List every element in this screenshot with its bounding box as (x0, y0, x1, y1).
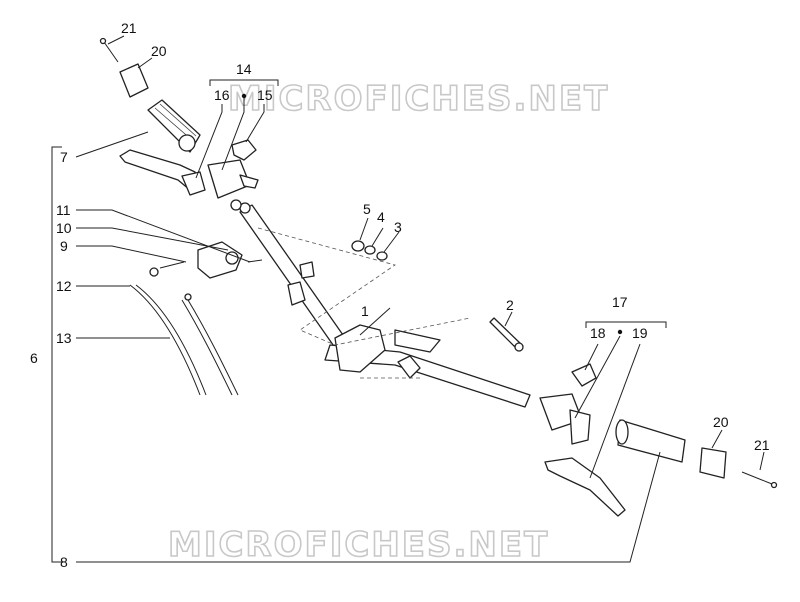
bracket-6 (51, 146, 62, 563)
bar-end-right (699, 447, 778, 489)
callout-13: 13 (56, 330, 72, 346)
lever-left (119, 149, 206, 196)
master-cylinder-left (207, 159, 259, 211)
bar-end-left (99, 37, 149, 98)
cables-left (129, 261, 239, 396)
watermark-top: MICROFICHES.NET (228, 79, 609, 119)
clamp-15 (231, 139, 257, 161)
callout-3: 3 (394, 219, 402, 235)
leader-lines (75, 35, 765, 563)
callout-10: 10 (56, 220, 72, 236)
callout-12: 12 (56, 278, 72, 294)
callout-16: 16 (214, 87, 230, 103)
callout-14: 14 (236, 61, 252, 77)
bolt-2 (489, 317, 524, 352)
callout-4: 4 (377, 209, 385, 225)
callout-5: 5 (363, 201, 371, 217)
callout-6: 6 (30, 350, 38, 366)
watermark-bottom: MICROFICHES.NET (168, 525, 549, 565)
bracket-dot-14 (241, 93, 247, 99)
switch-housing-left (197, 241, 263, 279)
grip-right (615, 419, 686, 463)
callout-1: 1 (361, 303, 369, 319)
callout-15: 15 (257, 87, 273, 103)
callout-9: 9 (60, 238, 68, 254)
lever-right (544, 457, 626, 517)
nut-washer-set (351, 240, 388, 261)
callout-20-left: 20 (151, 43, 167, 59)
grip-left (147, 99, 201, 153)
callout-19: 19 (632, 325, 648, 341)
callout-2: 2 (506, 297, 514, 313)
callout-18: 18 (590, 325, 606, 341)
clamp-18 (571, 363, 597, 387)
callout-20-right: 20 (713, 414, 729, 430)
handlebar-tube (239, 202, 531, 408)
callout-7: 7 (60, 149, 68, 165)
callout-21-right: 21 (754, 437, 770, 453)
callout-11: 11 (56, 202, 71, 218)
dashed-guide-upper (257, 227, 471, 346)
master-cylinder-right (539, 393, 591, 445)
callout-8: 8 (60, 554, 68, 570)
bracket-dot-17 (617, 329, 623, 335)
callout-17: 17 (612, 294, 628, 310)
callout-21-left: 21 (121, 20, 137, 36)
